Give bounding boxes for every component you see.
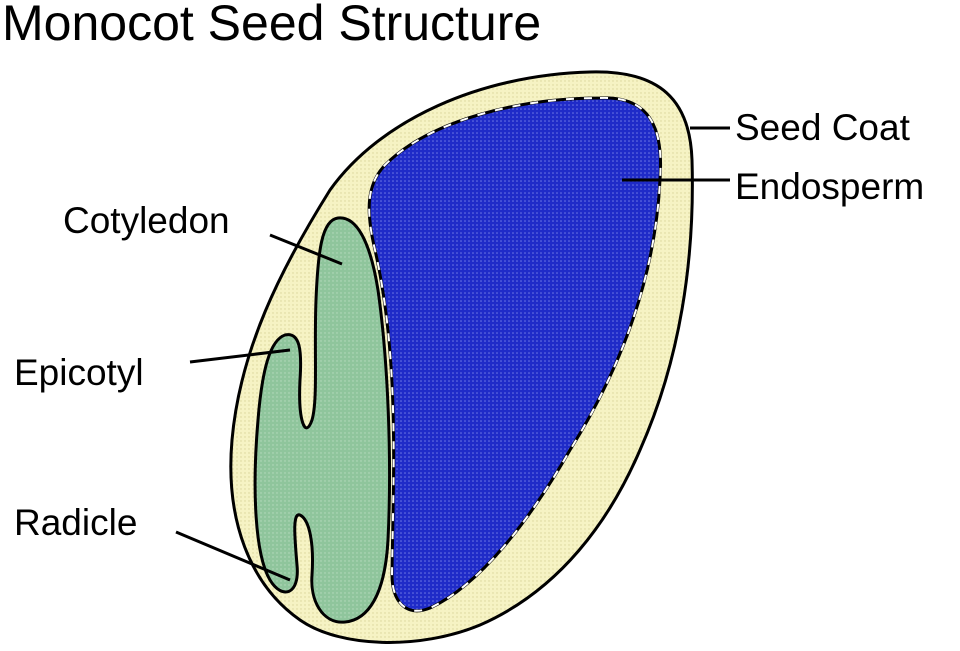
label-cotyledon: Cotyledon — [63, 200, 230, 241]
label-epicotyl: Epicotyl — [14, 352, 144, 393]
leader-line-cotyledon — [269, 233, 343, 266]
label-seed-coat: Seed Coat — [735, 107, 910, 148]
leader-line-radicle — [175, 530, 291, 582]
label-radicle: Radicle — [14, 502, 138, 543]
aleurone-layer — [368, 96, 662, 612]
leader-line-epicotyl — [189, 348, 291, 364]
diagram-title: Monocot Seed Structure — [2, 0, 542, 51]
label-endosperm: Endosperm — [735, 166, 925, 207]
embryo-shape — [253, 216, 392, 624]
